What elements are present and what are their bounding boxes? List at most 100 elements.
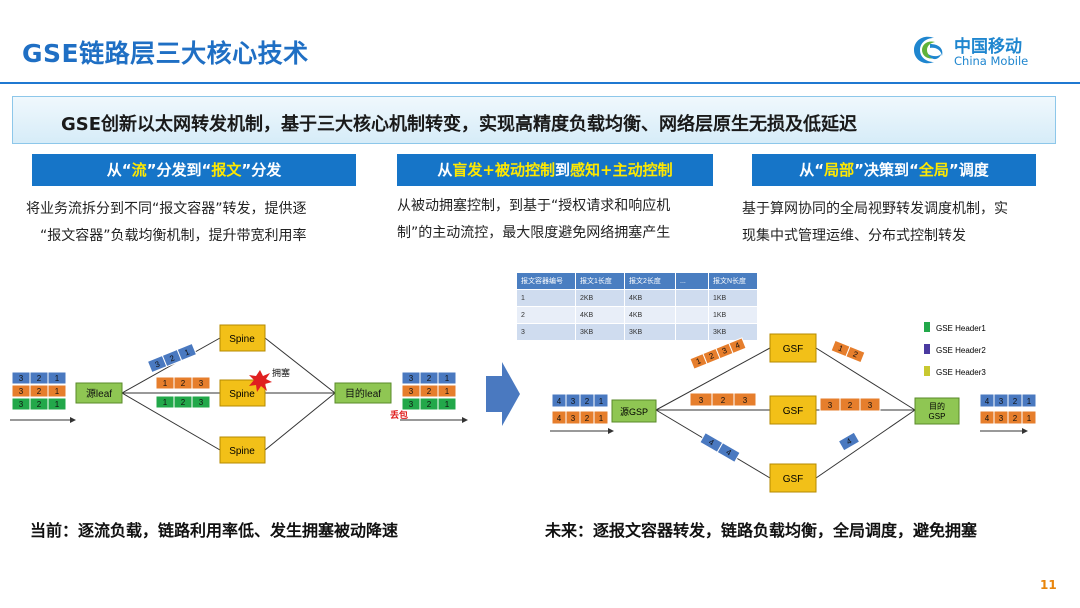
packet-cell: 4 <box>551 393 567 408</box>
packet-cell: 3 <box>401 397 421 411</box>
spine-node-bottom <box>219 436 266 464</box>
spine-label: Spine <box>229 446 255 457</box>
packet-cell: 2 <box>579 393 595 408</box>
gsf-label: GSF <box>783 344 804 355</box>
summary-banner: GSE创新以太网转发机制，基于三大核心机制转变，实现高精度负载均衡、网络层原生无… <box>12 96 1056 144</box>
header-text: ”决策到“ <box>854 161 919 179</box>
congestion-label: 拥塞 <box>272 367 290 378</box>
packet-label: 1 <box>163 379 168 388</box>
table-cell: 4KB <box>624 306 676 324</box>
source-leaf-label: 源leaf <box>86 387 112 400</box>
table-cell: 1KB <box>708 289 758 307</box>
packet-cell: 4 <box>728 337 747 355</box>
header-highlight: 报文 <box>211 161 242 179</box>
legend-swatch-1 <box>924 322 930 332</box>
packet-cell: 4 <box>979 393 995 408</box>
gsf-node-middle <box>769 395 817 425</box>
topology-links <box>10 337 462 451</box>
column-header-1: 从“流”分发到“报文”分发 <box>32 154 356 186</box>
header-highlight: 流 <box>131 161 147 179</box>
packet-label: 1 <box>55 374 60 383</box>
table-cell <box>675 323 709 341</box>
packet-label: 2 <box>852 349 860 359</box>
packet-cell: 3 <box>11 384 31 398</box>
packet-cell: 1 <box>155 376 175 390</box>
packet-label: 3 <box>721 346 729 356</box>
packet-label: 2 <box>585 414 590 423</box>
description-line: 从被动拥塞控制，到基于“授权请求和响应机 <box>397 198 671 214</box>
table-cell: 4KB <box>624 289 676 307</box>
table-header: 报文2长度 <box>624 272 676 290</box>
column-description-2: 从被动拥塞控制，到基于“授权请求和响应机 制”的主动流控，最大限度避免网络拥塞产… <box>397 193 727 247</box>
banner-text: GSE创新以太网转发机制，基于三大核心机制转变，实现高精度负载均衡、网络层原生无… <box>61 114 858 135</box>
packet-cell: 3 <box>819 397 841 412</box>
packet-label: 1 <box>55 387 60 396</box>
column-description-1: 将业务流拆分到不同“报文容器”转发，提供逐 “报文容器”负载均衡机制，提升带宽利… <box>26 196 366 250</box>
source-leaf-node <box>75 382 123 404</box>
packet-label: 3 <box>828 401 833 410</box>
packet-cell: 2 <box>419 384 439 398</box>
table-cell: 3KB <box>575 323 625 341</box>
dest-gsp-node <box>914 397 960 425</box>
packet-label: 2 <box>37 374 42 383</box>
future-caption: 未来：逐报文容器转发，链路负载均衡，全局调度，避免拥塞 <box>545 521 978 540</box>
source-gsp-node <box>611 399 657 423</box>
packet-cell: 2 <box>173 376 193 390</box>
legend-swatch-2 <box>924 344 930 354</box>
table-cell: 3KB <box>708 323 758 341</box>
arrow-head <box>1022 428 1028 434</box>
description-line: 现集中式管理运维、分布式控制转发 <box>742 228 966 244</box>
source-gsp-label: 源GSP <box>620 407 648 417</box>
packet-label: 2 <box>1013 414 1018 423</box>
packet-label: 1 <box>837 343 845 353</box>
spine-node-middle <box>219 379 266 407</box>
gsf-node-top <box>769 333 817 363</box>
packet-label: 2 <box>168 353 176 363</box>
packet-label: 3 <box>154 359 162 369</box>
header-text: ”分发 <box>241 161 282 179</box>
packet-label: 1 <box>183 347 191 357</box>
packet-label: 2 <box>37 400 42 409</box>
packet-label: 2 <box>848 401 853 410</box>
packet-label: 1 <box>445 400 450 409</box>
packet-label: 3 <box>999 397 1004 406</box>
packet-label: 3 <box>699 396 704 405</box>
packet-cell: 1 <box>1021 393 1037 408</box>
table-cell: 1KB <box>708 306 758 324</box>
legend-label: GSE Header2 <box>936 346 986 355</box>
logo-text-en: China Mobile <box>954 54 1029 68</box>
packet-cell: 3 <box>401 384 421 398</box>
packet-cell: 3 <box>11 397 31 411</box>
packet-cell: 2 <box>579 410 595 425</box>
packet-label: 3 <box>19 374 24 383</box>
packet-label: 4 <box>707 437 716 447</box>
packet-label: 2 <box>181 398 186 407</box>
packet-label: 4 <box>734 340 742 350</box>
packet-label: 3 <box>19 387 24 396</box>
table-header: 报文容器编号 <box>516 272 576 290</box>
packet-label: 1 <box>1027 414 1032 423</box>
packet-label: 4 <box>985 414 990 423</box>
packet-cell: 3 <box>565 393 581 408</box>
packet-cell: 4 <box>716 442 741 463</box>
packet-drop-label: 丢包 <box>390 409 408 420</box>
packet-label: 2 <box>427 374 432 383</box>
packet-cell: 2 <box>1007 393 1023 408</box>
table-cell: 3KB <box>624 323 676 341</box>
packet-label: 3 <box>571 397 576 406</box>
packet-label: 1 <box>55 400 60 409</box>
packet-label: 2 <box>721 396 726 405</box>
packet-cell: 3 <box>11 371 31 385</box>
header-text: ”调度 <box>948 161 989 179</box>
legend-label: GSE Header3 <box>936 368 986 377</box>
logo-text-cn: 中国移动 <box>954 37 1022 57</box>
current-caption: 当前：逐流负载，链路利用率低、发生拥塞被动降速 <box>30 521 399 540</box>
packet-cell: 1 <box>47 371 67 385</box>
packet-label: 2 <box>708 351 716 361</box>
packet-cell: 4 <box>837 431 861 452</box>
header-highlight: 局部 <box>824 161 855 179</box>
packet-cell: 3 <box>401 371 421 385</box>
packet-label: 3 <box>999 414 1004 423</box>
packet-label: 4 <box>557 397 562 406</box>
header-text: 从“ <box>106 161 132 179</box>
